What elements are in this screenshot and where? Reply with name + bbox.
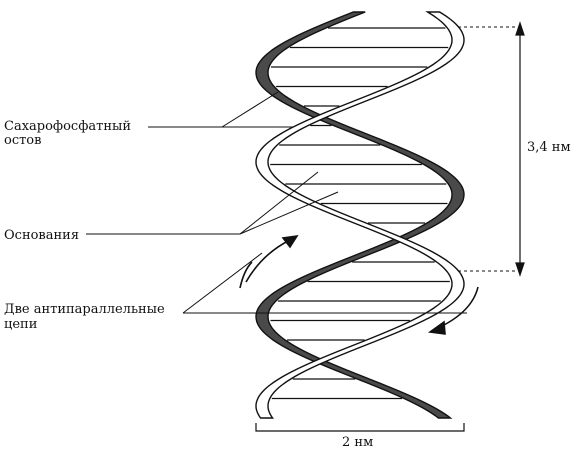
arrow-up-left-strand [245,239,291,283]
bases-label: Основания [4,228,79,243]
bases-leader-1 [239,171,319,235]
arrow-up-left-tail [239,261,253,289]
arrow-up-left-head [281,234,299,249]
strand-front-white [255,11,465,419]
backbone-leader-1 [221,91,279,128]
helix-strands [255,11,465,419]
width-bracket [255,423,465,432]
leader-lines [86,26,520,314]
bases-leader-2 [239,191,339,235]
strands-label-line2: цепи [4,317,37,332]
strands-leader-1 [182,252,263,314]
strands-label-line1: Две антипараллельные [4,302,165,317]
base-pair-rungs [270,27,450,400]
arrow-down-right-head [427,320,446,335]
width-dimension [255,423,465,432]
strand-back-shaded [255,11,465,419]
backbone-label-line1: Сахарофосфатный [4,119,131,134]
backbone-label-line2: остов [4,133,41,148]
pitch-dimension [515,21,525,277]
pitch-label: 3,4 нм [527,140,571,155]
pitch-arrow-bottom [515,262,525,277]
width-label: 2 нм [342,435,373,450]
pitch-arrow-top [515,21,525,36]
rotation-arrows [239,234,479,335]
